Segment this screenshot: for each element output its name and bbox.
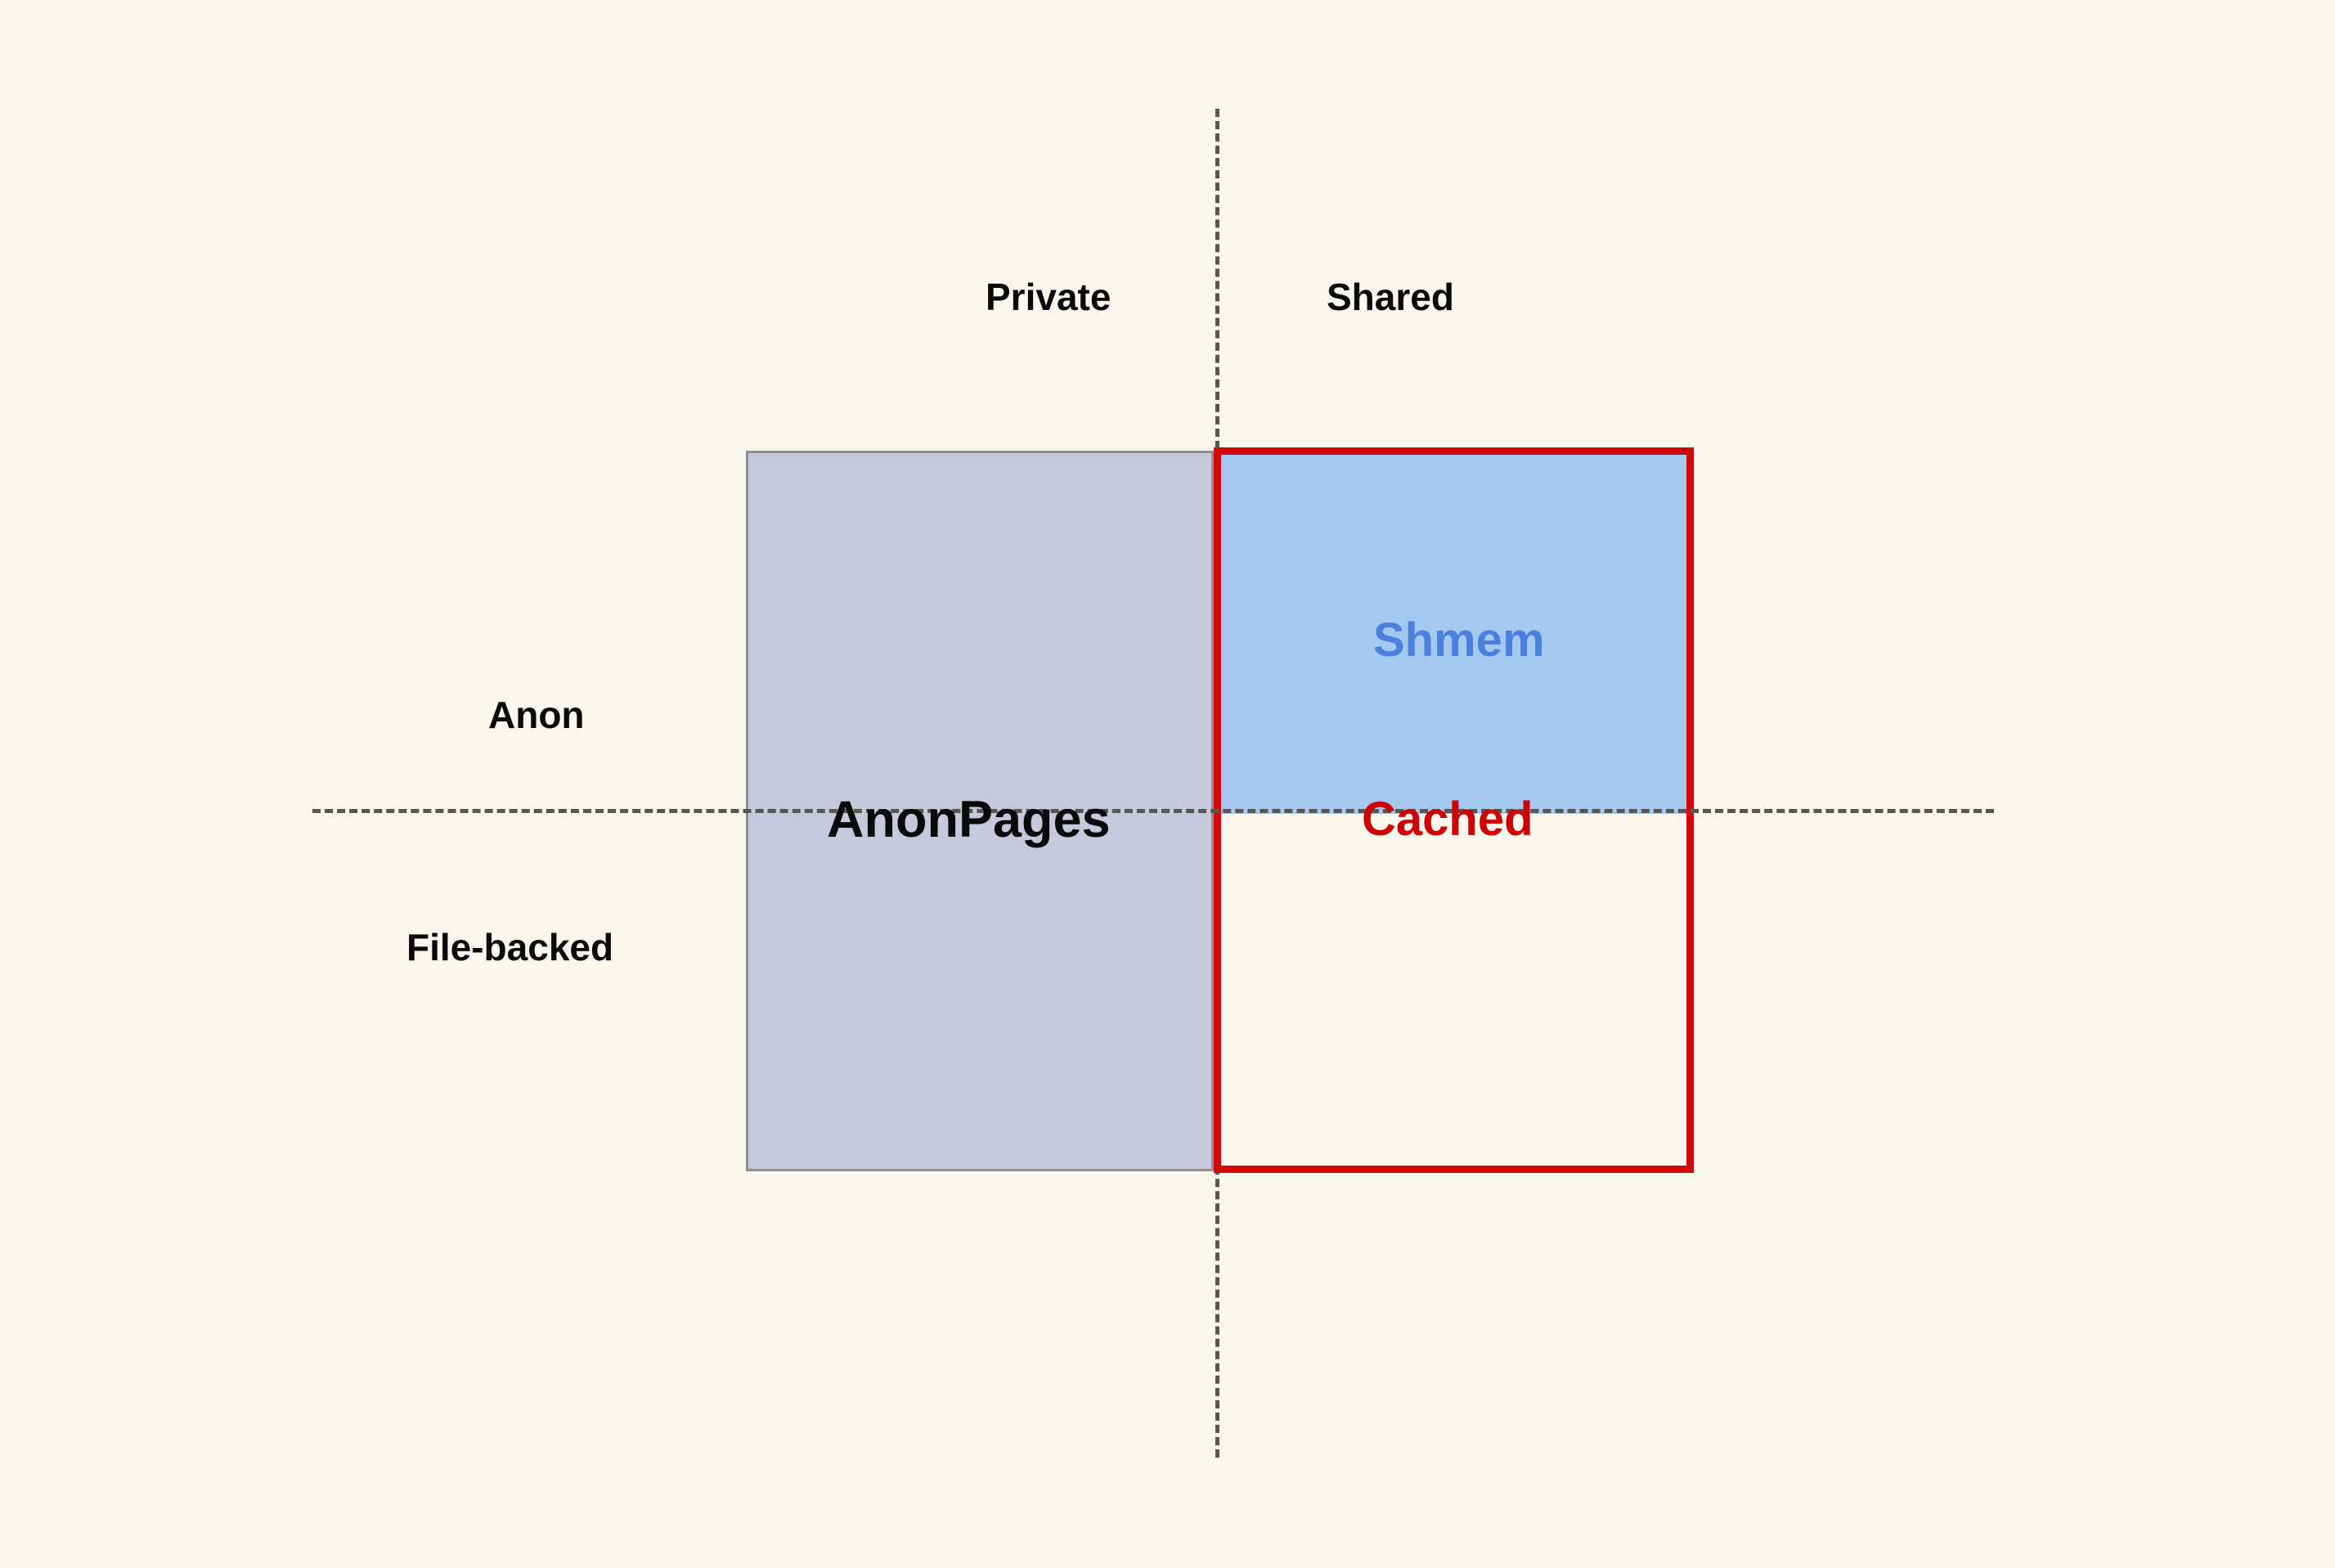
label-private: Private [986, 276, 1111, 318]
label-anon: Anon [488, 694, 585, 736]
label-anonpages: AnonPages [827, 791, 1111, 848]
label-cached: Cached [1362, 793, 1533, 846]
label-file-backed: File-backed [406, 926, 614, 968]
label-shared: Shared [1327, 276, 1454, 318]
horizontal-divider-line [312, 809, 1994, 813]
region-shmem-box [1221, 455, 1687, 814]
label-shmem: Shmem [1373, 613, 1545, 667]
